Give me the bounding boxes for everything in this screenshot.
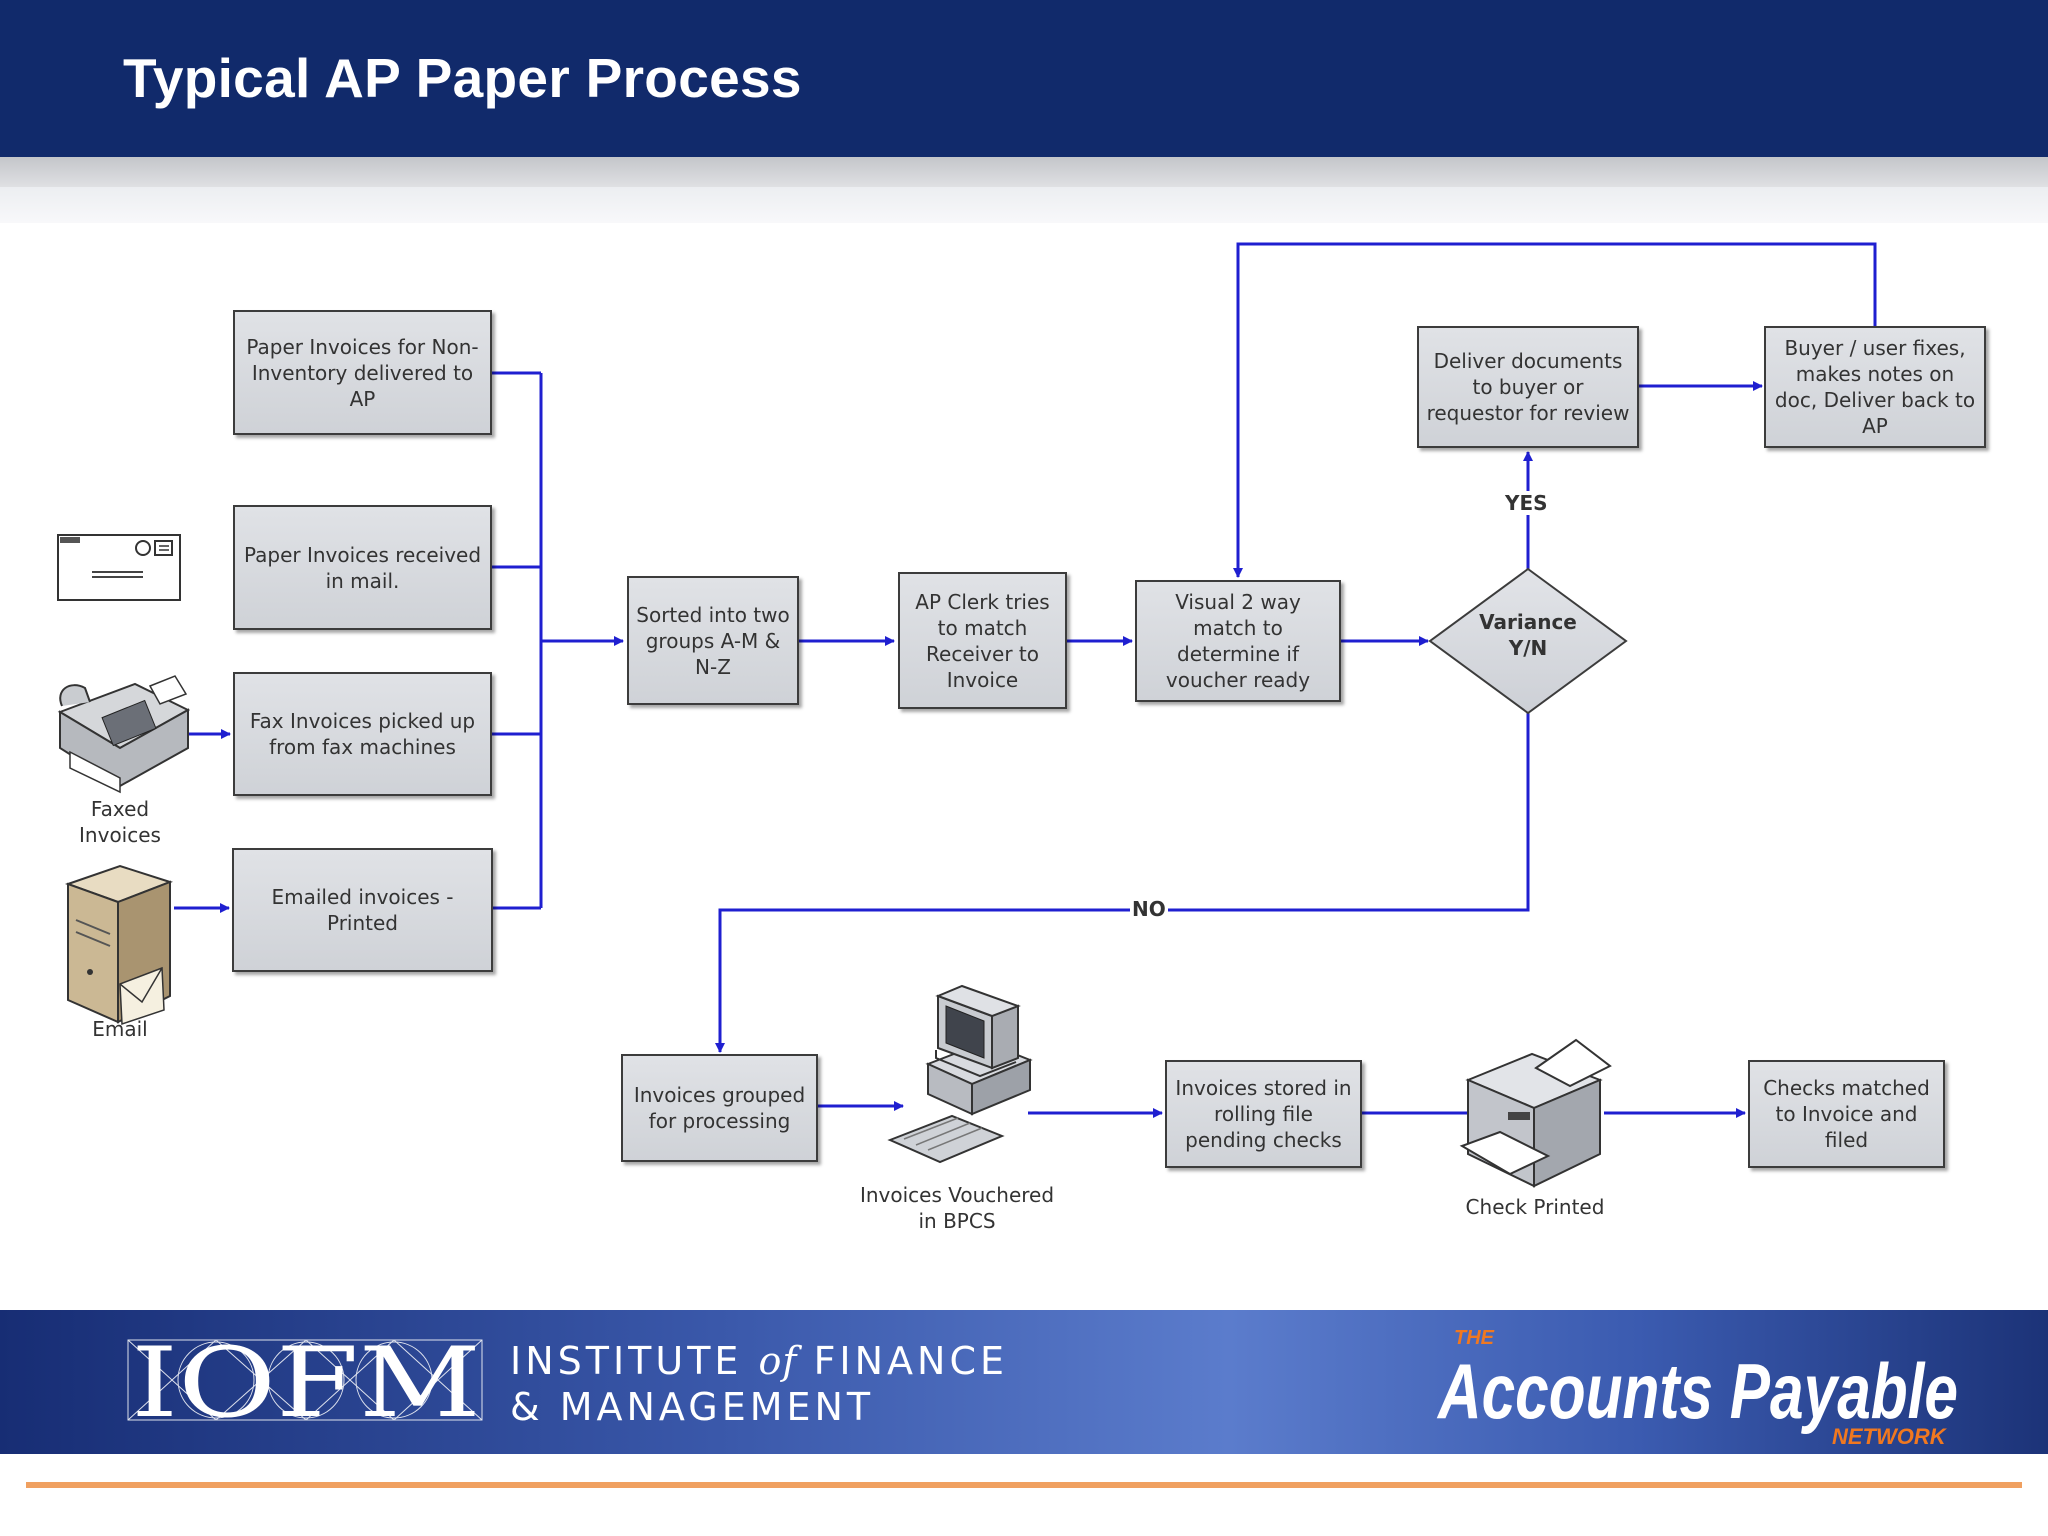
fax-machine-icon — [57, 675, 191, 794]
check-printed-caption: Check Printed — [1465, 1195, 1605, 1219]
arrow-no — [715, 713, 1530, 1053]
footer-bar — [0, 1310, 2048, 1454]
box-sorted-groups: Sorted into two groups A-M & N-Z — [627, 576, 799, 705]
iofm-line1b: FINANCE — [813, 1339, 1009, 1383]
vouchered-caption: Invoices Vouchered in BPCS — [859, 1183, 1055, 1233]
email-server-icon — [64, 864, 174, 1026]
iofm-of: of — [758, 1339, 798, 1383]
loop-back-arrow — [1233, 242, 1877, 578]
header-bar: Typical AP Paper Process — [0, 0, 2048, 157]
box-deliver-documents: Deliver documents to buyer or requestor … — [1417, 326, 1639, 448]
box-visual-match: Visual 2 way match to determine if vouch… — [1135, 580, 1341, 702]
page-title: Typical AP Paper Process — [123, 47, 802, 109]
iofm-logo: IOFM — [127, 1336, 483, 1426]
no-label: NO — [1130, 897, 1168, 921]
decision-label-line1: Variance — [1479, 610, 1577, 634]
ap-logo-name: Accounts Payable — [1436, 1347, 1958, 1435]
ap-logo-the: THE — [1454, 1327, 1495, 1349]
box-checks-matched: Checks matched to Invoice and filed — [1748, 1060, 1945, 1168]
box-ap-clerk-match: AP Clerk tries to match Receiver to Invo… — [898, 572, 1067, 709]
yes-label: YES — [1503, 491, 1550, 515]
ap-logo-network: NETWORK — [1832, 1424, 1948, 1449]
header-divider-light — [0, 187, 2048, 223]
header-divider — [0, 157, 2048, 187]
decision-label: Variance Y/N — [1440, 609, 1616, 661]
box-fax-invoices: Fax Invoices picked up from fax machines — [233, 672, 492, 796]
box-mail-invoices: Paper Invoices received in mail. — [233, 505, 492, 630]
box-invoices-grouped: Invoices grouped for processing — [621, 1054, 818, 1162]
iofm-line1: INSTITUTE — [510, 1339, 743, 1383]
footer-accent-line — [26, 1482, 2022, 1488]
decision-label-line2: Y/N — [1508, 636, 1548, 660]
flow-connectors — [57, 242, 1877, 1188]
iofm-logo-text: IOFM — [131, 1336, 481, 1426]
printer-icon — [1459, 1038, 1612, 1188]
box-invoices-stored: Invoices stored in rolling file pending … — [1165, 1060, 1362, 1168]
email-caption: Email — [92, 1017, 148, 1041]
box-non-inventory-invoices: Paper Invoices for Non-Inventory deliver… — [233, 310, 492, 435]
iofm-line2: & MANAGEMENT — [510, 1385, 875, 1429]
envelope-icon — [57, 534, 181, 601]
box-buyer-fixes: Buyer / user fixes, makes notes on doc, … — [1764, 326, 1986, 448]
accounts-payable-network-logo: THE Accounts Payable NETWORK — [1436, 1327, 1958, 1449]
decision-diamond — [1428, 567, 1628, 715]
box-emailed-invoices: Emailed invoices - Printed — [232, 848, 493, 972]
faxed-invoices-caption: Faxed Invoices — [79, 797, 161, 847]
computer-icon — [887, 984, 1033, 1164]
iofm-institute-name: INSTITUTE of FINANCE & MANAGEMENT — [510, 1338, 1008, 1430]
